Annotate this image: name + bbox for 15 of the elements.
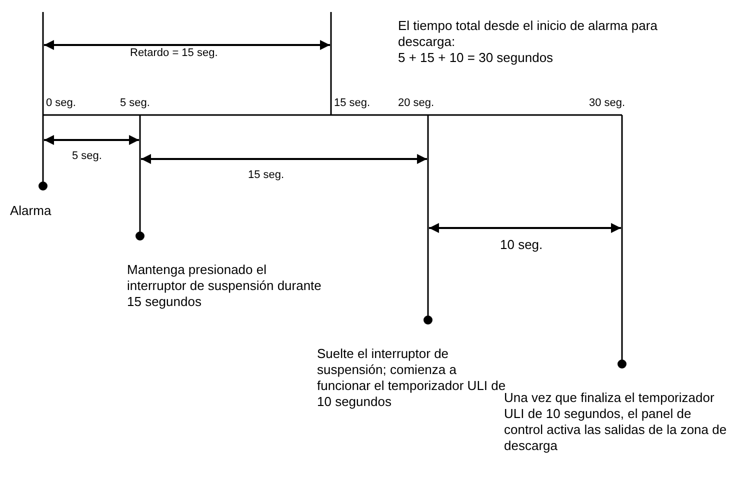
dimension-label: Retardo = 15 seg. — [130, 47, 218, 60]
event-description: Mantenga presionado el interruptor de suspensión durante 15 segundos — [127, 262, 322, 310]
event-label: Alarma — [10, 203, 52, 219]
note-text: El tiempo total desde el inicio de alarma para descarga: — [398, 18, 658, 50]
time-label: 15 seg. — [334, 97, 370, 110]
dimension-label: 10 seg. — [500, 237, 543, 253]
time-label: 20 seg. — [398, 97, 434, 110]
note-text: 5 + 15 + 10 = 30 segundos — [398, 50, 554, 66]
dimension-label: 15 seg. — [248, 169, 284, 182]
event-description: Suelte el interruptor de suspensión; comienza a funcionar el temporizador ULI de 10 segundos — [317, 346, 506, 409]
event-description: Una vez que finaliza el temporizador ULI de 10 segundos, el panel de control activa las salidas de la zona de descarga — [504, 390, 728, 454]
time-label: 5 seg. — [120, 97, 150, 110]
time-label: 30 seg. — [589, 97, 626, 110]
time-label: 0 seg. — [46, 97, 76, 110]
dimension-label: 5 seg. — [72, 150, 102, 163]
